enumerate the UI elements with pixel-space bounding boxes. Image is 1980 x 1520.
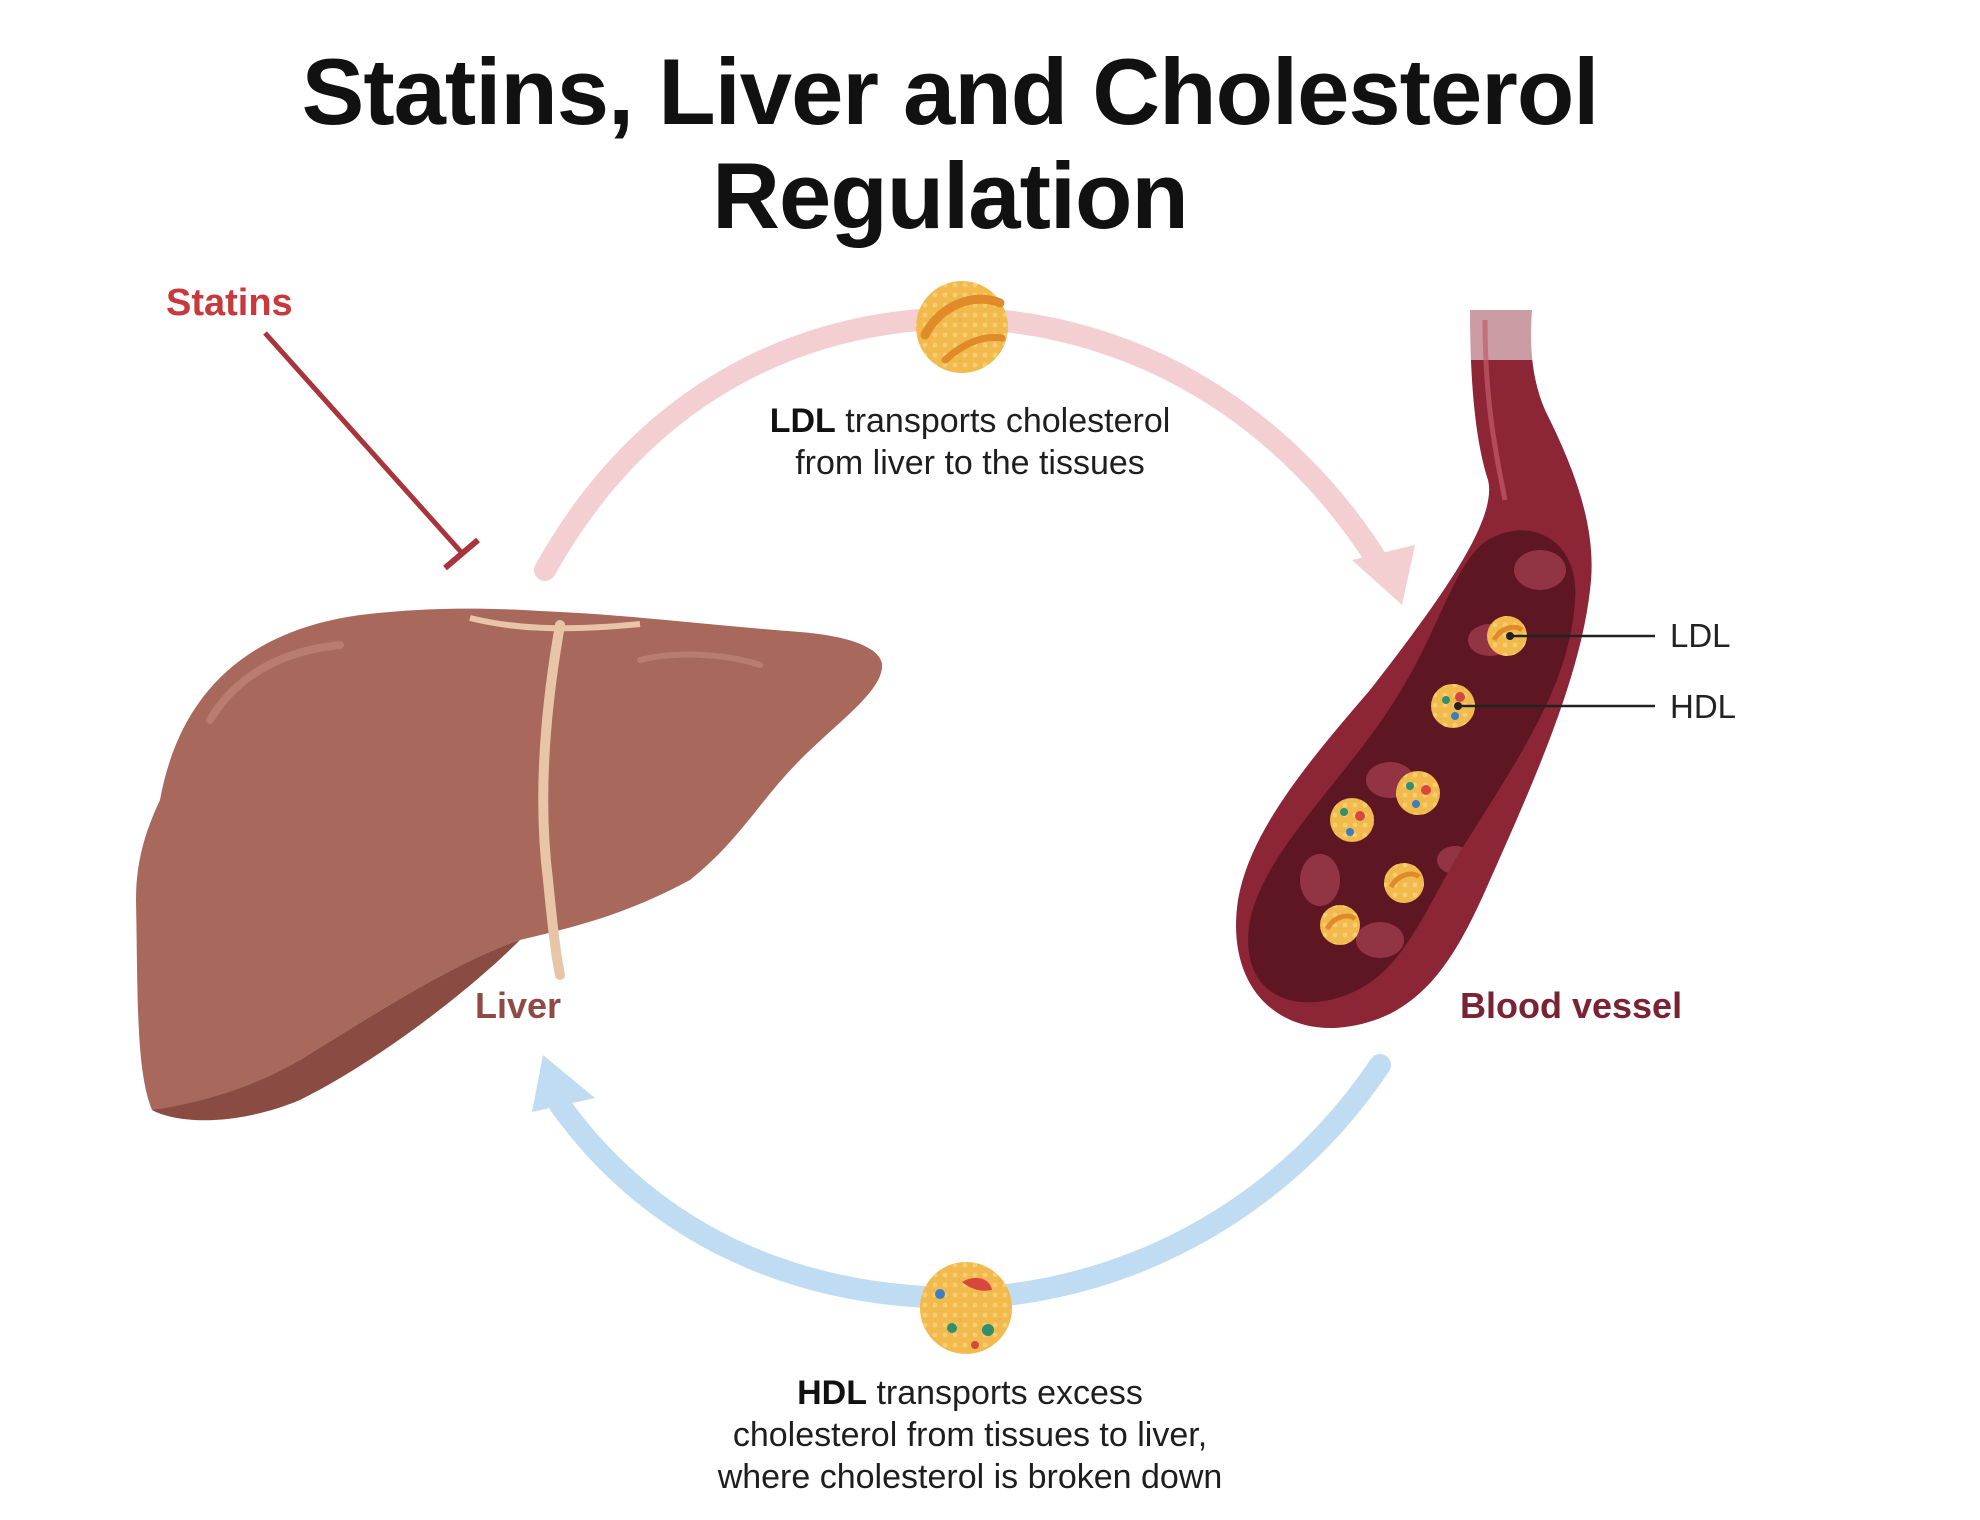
hdl-transport-arrow	[532, 1054, 1391, 1310]
ldl-caption-term: LDL	[769, 402, 836, 440]
ldl-caption-line-2: from liver to the tissues	[795, 444, 1145, 482]
vessel-ldl-label: LDL	[1670, 617, 1731, 654]
particle-leader-lines	[1454, 632, 1655, 710]
hdl-particle-icon	[1431, 684, 1475, 728]
hdl-caption-line-3: where cholesterol is broken down	[717, 1458, 1223, 1496]
hdl-caption-text: transports excess	[867, 1374, 1143, 1412]
ldl-particle-icon	[1384, 863, 1424, 903]
hdl-caption-line-2: cholesterol from tissues to liver,	[732, 1416, 1208, 1454]
page-title-line-2: Regulation	[712, 143, 1189, 248]
hdl-particle-icon	[920, 1262, 1012, 1354]
liver-label: Liver	[475, 985, 562, 1026]
ldl-caption-text: transports cholesterol	[835, 402, 1171, 440]
hdl-caption-term: HDL	[797, 1374, 867, 1412]
vessel-hdl-label: HDL	[1670, 688, 1737, 725]
blood-vessel-icon	[1236, 300, 1592, 1029]
ldl-caption: LDL transports cholesterol from liver to…	[700, 400, 1240, 484]
ldl-particle-icon	[1320, 905, 1360, 945]
hdl-particle-icon	[1396, 771, 1440, 815]
blood-vessel-label: Blood vessel	[1460, 985, 1683, 1026]
hdl-particle-icon	[1330, 798, 1374, 842]
statins-label: Statins	[166, 282, 293, 324]
hdl-caption: HDL transports excess cholesterol from t…	[660, 1372, 1280, 1498]
page-title: Statins, Liver and Cholesterol	[301, 39, 1600, 144]
inhibition-arrow-icon	[263, 331, 480, 571]
ldl-particle-icon	[916, 281, 1008, 373]
liver-organ-icon	[136, 608, 883, 1121]
